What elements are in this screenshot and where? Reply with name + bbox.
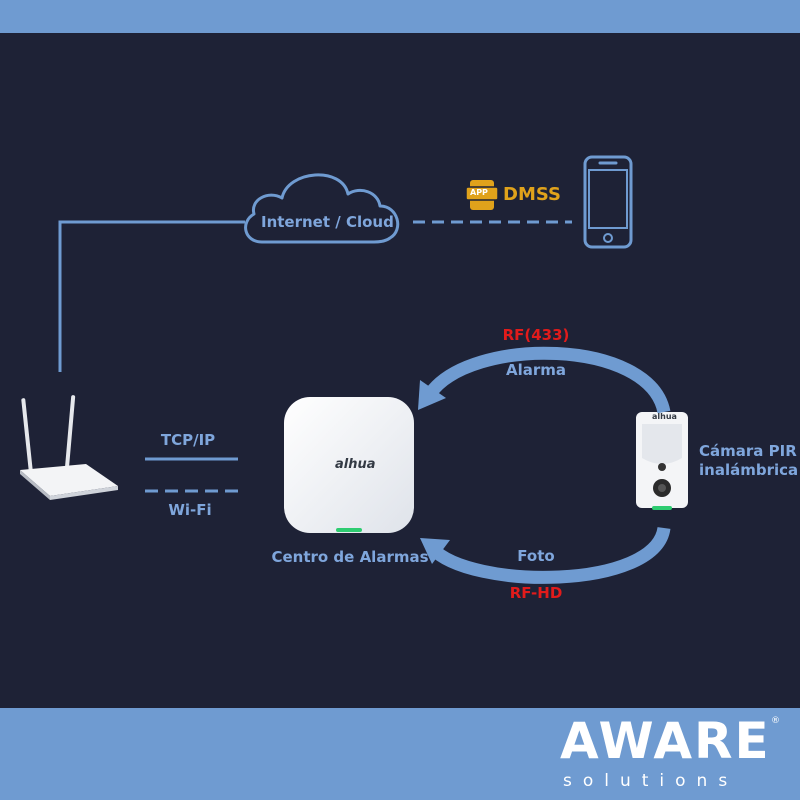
tcpip-label: TCP/IP [160,431,216,449]
camera-pir-device [636,412,688,510]
photo-label: Foto [517,547,555,565]
rf433-arrow [424,346,671,414]
wifi-label: Wi-Fi [168,501,212,519]
camera-label-line2: inalámbrica [699,461,799,479]
aware-logo-text: AWARE [560,712,771,770]
app-name-label: DMSS [503,184,561,205]
aware-logo-subtitle: solutions [563,771,739,791]
rfhd-label: RF-HD [509,584,563,602]
rf433-label: RF(433) [502,326,570,344]
app-badge-label: APP [470,188,488,197]
camera-brand-logo: alhua [652,412,677,421]
camera-label-line1: Cámara PIR [699,442,797,460]
app-icon [465,180,499,210]
router-icon [20,395,118,500]
cloud-icon [244,173,400,244]
footer-band [0,708,800,800]
registered-mark: ® [771,716,780,726]
alarm-label: Alarma [505,361,567,379]
smartphone-icon [583,155,633,249]
top-band [0,0,800,33]
photo-arrowhead [420,538,450,564]
alarm-hub-device [284,397,414,533]
cloud-label: Internet / Cloud [261,213,394,231]
photo-arrow [427,526,671,584]
hub-brand-logo: alhua [335,457,376,472]
router-cloud-line [58,220,245,372]
rf433-arrowhead [418,380,446,410]
hub-label: Centro de Alarmas [271,548,429,566]
